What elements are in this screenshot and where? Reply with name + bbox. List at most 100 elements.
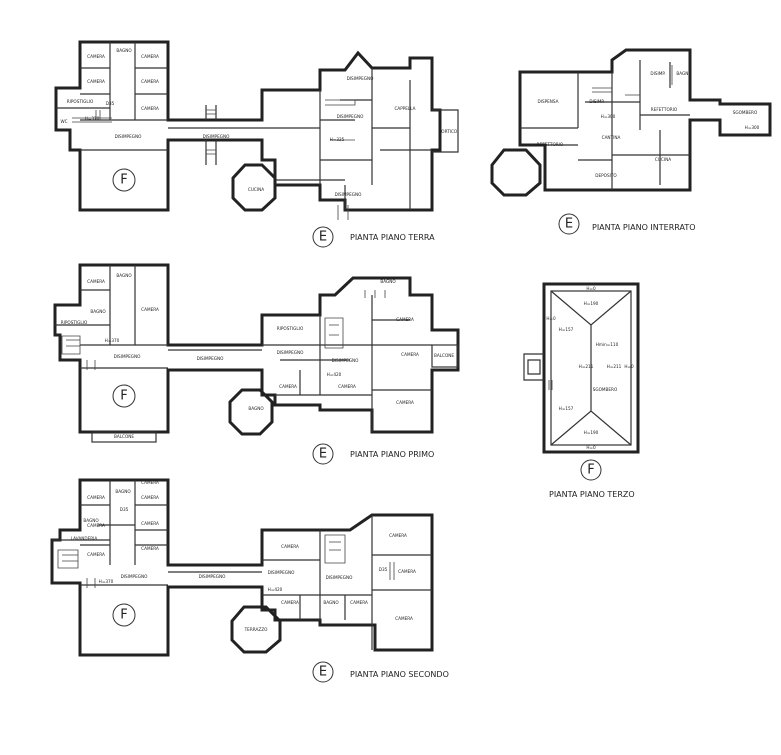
plan-title: PIANTA PIANO SECONDO [350, 670, 449, 679]
room-labels: CAMERA BAGNO CAMERA BAGNO RIPOSTIGLIO H=… [61, 273, 455, 439]
room-label: CAMERA [87, 79, 105, 84]
plan-piano-terra: F CAMERA BAGNO CAMERA CAMERA CAMERA CAME… [54, 40, 459, 248]
room-label: DISIMPEGNO [115, 134, 143, 139]
room-label: DISIMPEGNO [326, 575, 354, 580]
room-label: H=325 [330, 137, 345, 142]
room-label: H=0 [586, 445, 596, 450]
room-label: PORTICO [439, 129, 458, 134]
room-label: BAGNO [380, 279, 396, 284]
room-label: CAMERA [141, 480, 159, 485]
room-label: BAGNO [676, 71, 692, 76]
room-label: DISIMPEGNO [203, 134, 231, 139]
plan-badge: E [319, 447, 327, 462]
room-label: H=157 [559, 327, 574, 332]
room-label: CAMERA [87, 54, 105, 59]
room-label: CAMERA [87, 552, 105, 557]
plan-piano-primo: F CAMERA BAGNO CAMERA BAGNO RIPOSTIGLIO … [53, 263, 460, 465]
room-label: H=0 [624, 364, 634, 369]
room-label: RIPOSTIGLIO [61, 320, 88, 325]
room-label: DISIMPEGNO [268, 570, 296, 575]
room-label: CAMERA [281, 544, 299, 549]
room-label: CAMERA [141, 546, 159, 551]
room-label: CAMERA [398, 569, 416, 574]
plan-title: PIANTA PIANO INTERRATO [592, 223, 696, 232]
room-label: H=300 [745, 125, 760, 130]
room-label: H=211 [607, 364, 622, 369]
room-label: H=157 [559, 406, 574, 411]
room-label: CAMERA [87, 523, 105, 528]
room-label: D35 [120, 507, 129, 512]
wall-outline [54, 40, 442, 212]
room-label: SGOMBERO [733, 110, 758, 115]
room-label: H=420 [327, 372, 342, 377]
room-label: BAGNO [116, 273, 132, 278]
room-label: CAMERA [395, 616, 413, 621]
plan-piano-terzo: SGOMBERO Hmin=110 H=190 H=190 H=0 H=0 H=… [523, 282, 640, 499]
plan-badge: F [587, 463, 594, 478]
room-label: CAMERA [281, 600, 299, 605]
room-label: CAMERA [389, 533, 407, 538]
room-label: RIPOSTIGLIO [67, 99, 94, 104]
room-label: DISIMPEGNO [121, 574, 149, 579]
plan-title: PIANTA PIANO TERRA [350, 233, 435, 242]
room-label: CAMERA [401, 352, 419, 357]
room-label: CAMERA [141, 521, 159, 526]
room-label: CAMERA [350, 600, 368, 605]
room-label: DISIMPEGNO [199, 574, 227, 579]
room-label: SGOMBERO [593, 387, 618, 392]
octagon-room [490, 148, 542, 197]
room-labels: SGOMBERO Hmin=110 H=190 H=190 H=0 H=0 H=… [546, 286, 634, 450]
room-label: D35 [106, 101, 115, 106]
room-label: DISIMPEGNO [335, 192, 363, 197]
room-label: CAMERA [396, 317, 414, 322]
room-label: CAMERA [141, 307, 159, 312]
room-label: H=300 [601, 114, 616, 119]
room-label: BAGNO [115, 489, 131, 494]
octagon-room [231, 163, 277, 212]
room-label: TERRAZZO [244, 627, 268, 632]
room-label: DEPOSITO [595, 173, 617, 178]
room-label: REFETTORIO [651, 107, 678, 112]
wing-badge: F [120, 389, 127, 404]
wall-outline [542, 282, 640, 454]
plan-piano-secondo: F CAMERA BAGNO CAMERA CAMERA CAMERA BAGN… [50, 478, 449, 683]
room-label: H=0 [546, 316, 556, 321]
room-label: CAMERA [141, 79, 159, 84]
room-label: CAMERA [279, 384, 297, 389]
room-label: DISIMP. [589, 99, 604, 104]
room-label: H=211 [579, 364, 594, 369]
room-label: REFETTORIO [537, 142, 564, 147]
room-label: H=370 [85, 116, 100, 121]
octagon-room [230, 605, 282, 654]
room-label: CUCINA [655, 157, 671, 162]
plan-badge: E [565, 217, 573, 232]
room-label: DISIMPEGNO [277, 350, 305, 355]
room-label: DISIMPEGNO [197, 356, 225, 361]
room-label: BAGNO [90, 309, 106, 314]
room-label: CAMERA [396, 400, 414, 405]
room-label: CAMERA [141, 54, 159, 59]
room-label: CAMERA [338, 384, 356, 389]
room-label: CAMERA [141, 106, 159, 111]
room-label: H=190 [584, 430, 599, 435]
room-label: H=420 [268, 587, 283, 592]
wall-outline [50, 478, 434, 657]
room-label: DISIMPEGNO [332, 358, 360, 363]
room-label: DISPENSA [537, 99, 558, 104]
plan-title: PIANTA PIANO PRIMO [350, 450, 434, 459]
room-label: D35 [379, 567, 388, 572]
room-label: BAGNO [83, 518, 99, 523]
room-label: CUCINA [248, 187, 264, 192]
room-label: CAPPELLA [394, 106, 415, 111]
room-label: BALCONE [114, 434, 134, 439]
room-label: CAMERA [87, 279, 105, 284]
plan-title: PIANTA PIANO TERZO [549, 490, 635, 499]
room-label: DISIMPEGNO [114, 354, 142, 359]
room-label: WC [60, 119, 67, 124]
plan-badge: E [319, 230, 327, 245]
room-label: CAMERA [141, 495, 159, 500]
plan-piano-interrato: DISPENSA DISIMP. BAGNO DISIMP. REFETTORI… [490, 48, 772, 235]
room-label: DISIMPEGNO [347, 76, 375, 81]
wing-badge: F [120, 173, 127, 188]
